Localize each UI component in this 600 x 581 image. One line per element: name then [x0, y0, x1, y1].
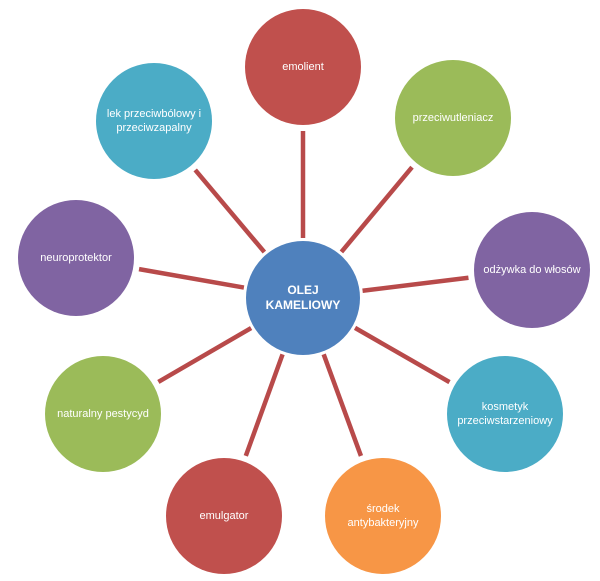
connector-line [157, 326, 253, 384]
connector-line [362, 275, 469, 293]
connector-line [193, 168, 267, 254]
node-odzywka: odżywka do włosów [474, 212, 590, 328]
node-pestycyd: naturalny pestycyd [45, 356, 161, 472]
node-emolient: emolient [245, 9, 361, 125]
center-node: OLEJ KAMELIOWY [246, 241, 360, 355]
node-srodek: środek antybakteryjny [325, 458, 441, 574]
connector-line [321, 353, 364, 457]
connector-line [138, 266, 245, 290]
node-emulgator: emulgator [166, 458, 282, 574]
node-lek: lek przeciwbólowy i przeciwzapalny [96, 63, 212, 179]
connector-line [243, 353, 285, 457]
node-kosmetyk: kosmetyk przeciwstarzeniowy [447, 356, 563, 472]
node-neuroprotektor: neuroprotektor [18, 200, 134, 316]
node-przeciwutleniacz: przeciwutleniacz [395, 60, 511, 176]
connector-line [339, 165, 414, 254]
connector-line [353, 325, 451, 385]
